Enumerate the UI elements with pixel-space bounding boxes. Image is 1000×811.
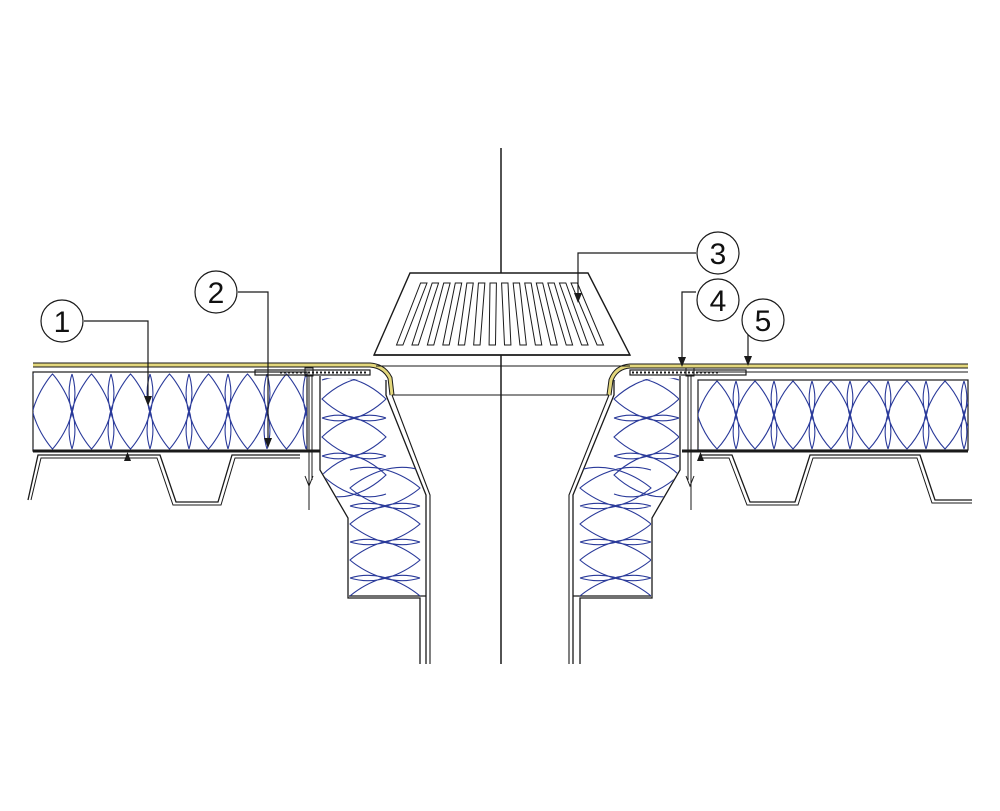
grating-slot — [547, 282, 574, 346]
grating-slot — [426, 282, 451, 346]
grating-slot — [501, 282, 512, 346]
callout-number: 2 — [208, 277, 225, 310]
clamping-flange-right — [629, 369, 747, 376]
insulation-batt-loop — [613, 378, 679, 498]
callout-4: 4 — [696, 278, 740, 322]
grating-slot — [535, 282, 558, 346]
callout-circle — [194, 270, 238, 314]
callout-2: 2 — [194, 270, 238, 314]
callout-1: 1 — [40, 299, 84, 343]
insulation-pattern-left — [33, 373, 307, 450]
grating-slot — [570, 282, 605, 346]
grating-slot — [524, 282, 543, 346]
insulation-batt-loop — [321, 378, 387, 498]
callout-circle — [696, 231, 740, 275]
callout-3: 3 — [696, 231, 740, 275]
callout-number: 3 — [710, 238, 727, 271]
insulation-batt-loop — [579, 466, 652, 596]
callout-circle — [40, 299, 84, 343]
insulation-batt-loop — [698, 380, 968, 450]
fixing-screw-left — [304, 367, 314, 510]
grating-slot — [473, 282, 486, 346]
sump-insulation-right — [579, 378, 679, 596]
drain-body-right — [579, 376, 681, 664]
insulation-pattern-right — [698, 380, 968, 450]
grating-slot — [488, 282, 497, 346]
steel-deck-left — [27, 454, 300, 503]
insulation-batt-loop — [349, 466, 421, 596]
grating-slot — [558, 282, 589, 346]
callout-number: 4 — [710, 285, 727, 318]
grating-slot — [395, 282, 428, 346]
grating-slot — [411, 282, 440, 346]
callout-circle — [696, 278, 740, 322]
callout-5: 5 — [741, 298, 785, 342]
grating-slot — [457, 282, 474, 346]
marker-arrow-right — [697, 452, 704, 461]
drain-body-left — [319, 376, 421, 664]
grating-slot — [442, 282, 463, 346]
callout-arrowheads — [144, 293, 752, 448]
fixing-screw-right — [685, 367, 695, 510]
sump-insulation-left — [321, 378, 421, 596]
steel-deck-right — [700, 454, 972, 503]
insulation-batt-loop — [33, 373, 307, 450]
marker-arrow-left — [124, 452, 131, 461]
grating-slot — [512, 282, 527, 346]
callout-number: 5 — [755, 305, 772, 338]
leaf-guard-grating — [372, 272, 632, 356]
callout-circle — [741, 298, 785, 342]
callout-number: 1 — [54, 306, 71, 339]
